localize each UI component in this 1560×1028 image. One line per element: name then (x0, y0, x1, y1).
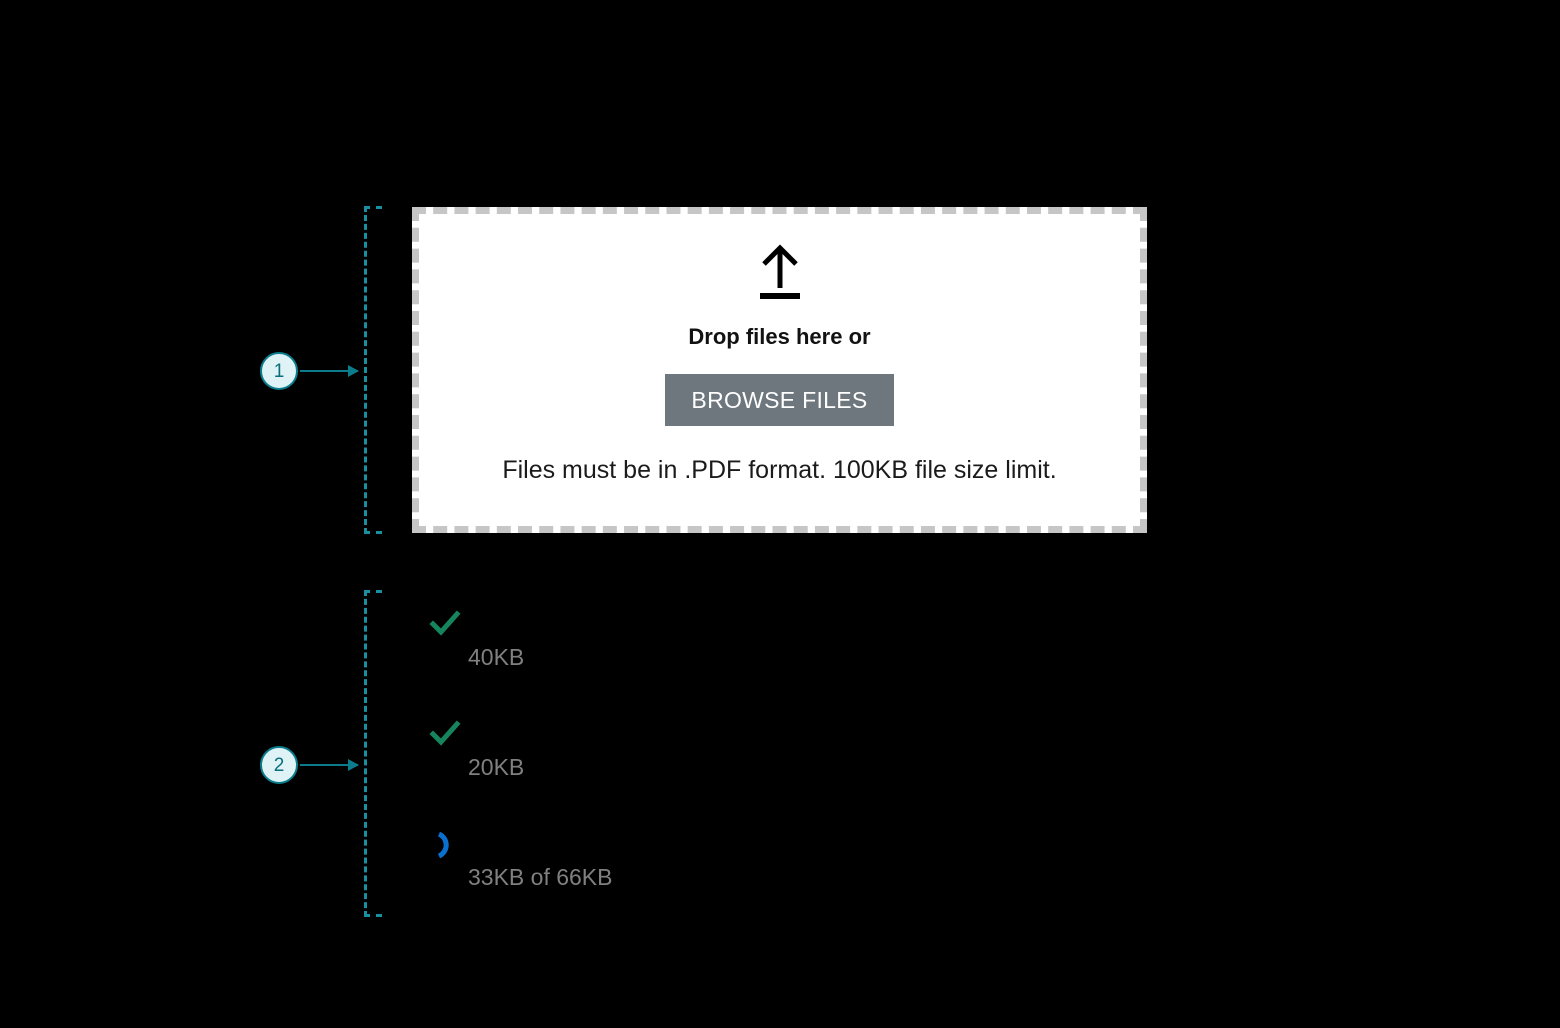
file-list-item[interactable]: 33KB of 66KB (412, 816, 1112, 926)
file-list-item[interactable]: 40KB (412, 596, 1112, 706)
file-dropzone[interactable]: Drop files here or BROWSE FILES Files mu… (412, 207, 1147, 533)
check-icon (428, 716, 462, 750)
annotation-marker-2: 2 (260, 746, 298, 784)
annotation-marker-1-label: 1 (273, 360, 285, 382)
browse-files-button[interactable]: BROWSE FILES (665, 374, 894, 426)
file-size: 20KB (468, 754, 525, 780)
file-size: 40KB (468, 644, 525, 670)
annotation-marker-1: 1 (260, 352, 298, 390)
annotation-arrow-2 (300, 759, 359, 771)
check-icon (428, 606, 462, 640)
annotation-arrow-1 (300, 365, 359, 377)
dropzone-title: Drop files here or (688, 324, 871, 349)
dropzone-hint-text: Files must be in .PDF format. 100KB file… (502, 456, 1057, 484)
annotation-marker-2-label: 2 (273, 754, 285, 776)
uploaded-file-list: 40KB 20KB 33KB of 66KB (412, 596, 1112, 926)
file-list-item[interactable]: 20KB (412, 706, 1112, 816)
spinner-icon (430, 830, 464, 864)
annotation-bracket-1 (364, 206, 382, 534)
file-size: 33KB of 66KB (468, 864, 613, 890)
annotation-bracket-2 (364, 590, 382, 917)
upload-arrow-icon (750, 239, 810, 304)
